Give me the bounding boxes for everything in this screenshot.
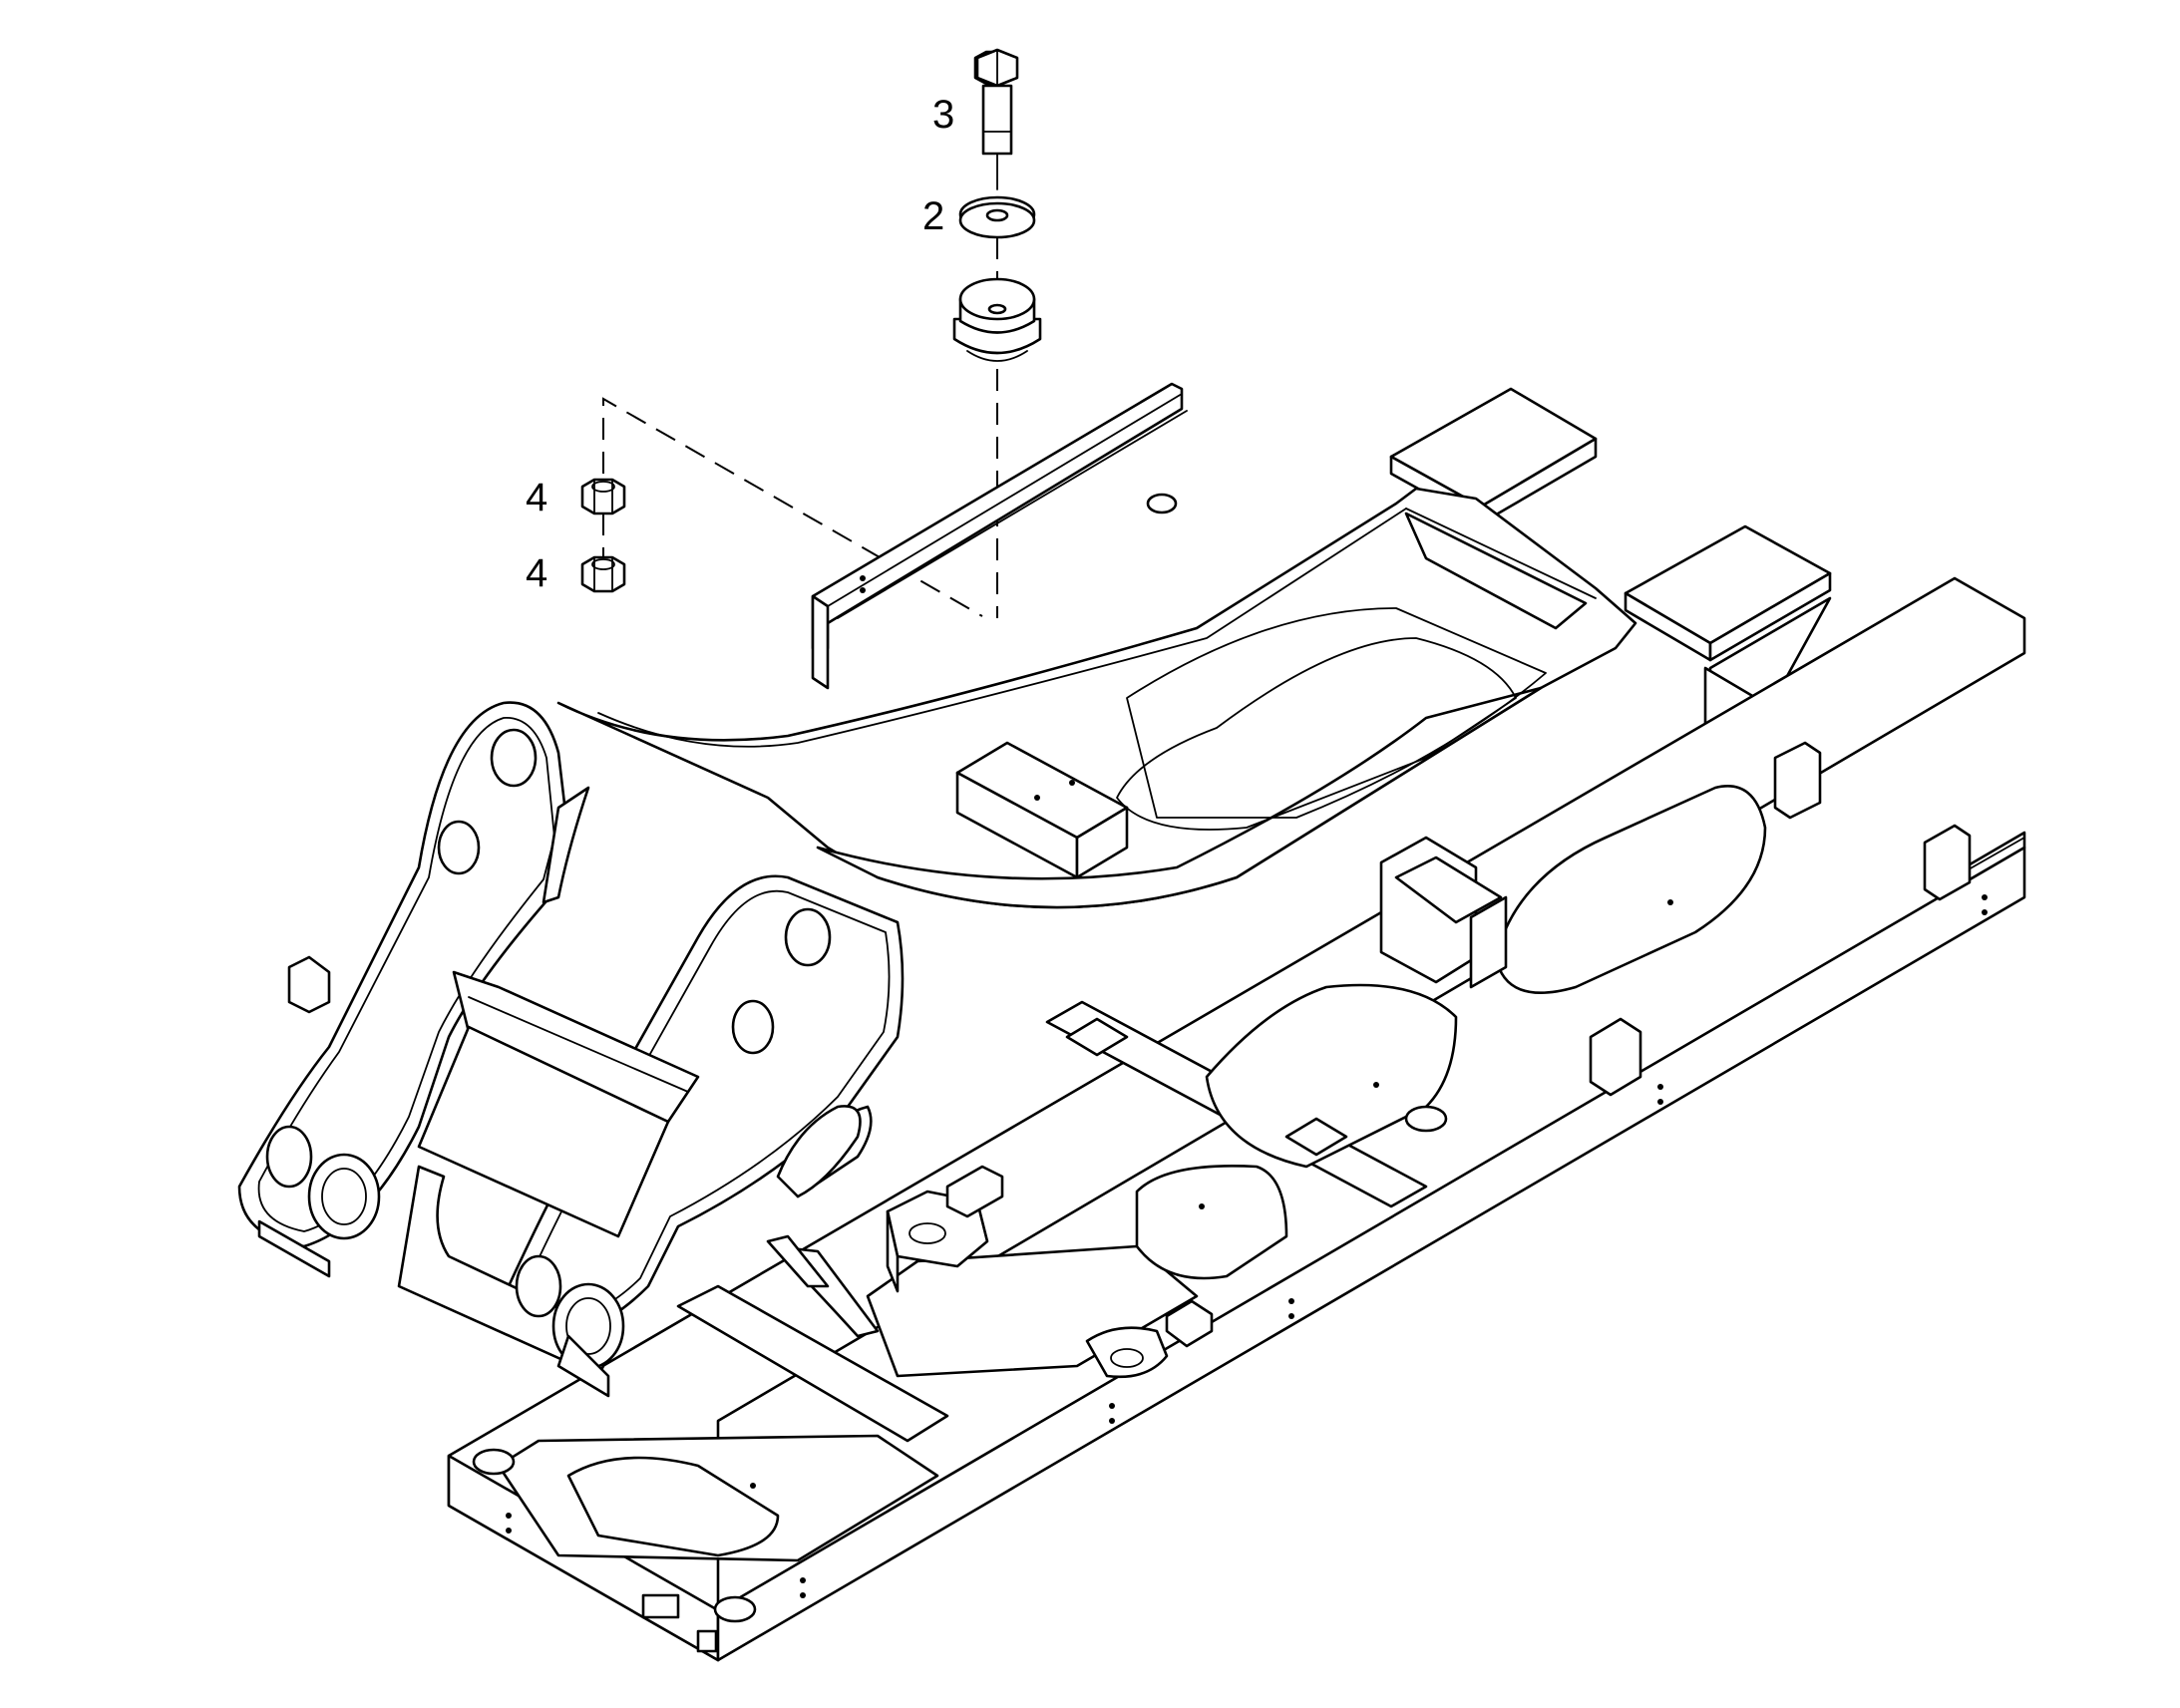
nut-lower-part — [580, 555, 626, 593]
nut-upper-part — [580, 478, 626, 515]
nut-leader-line — [602, 397, 983, 617]
mount-bushing-part — [952, 237, 1042, 618]
callout-bolt: 3 — [932, 93, 954, 137]
callout-nut-upper: 4 — [526, 476, 547, 519]
lower-frame-assembly — [237, 382, 2026, 1662]
washer-part — [958, 195, 1036, 239]
callout-nut-lower: 4 — [526, 551, 547, 595]
callout-washer: 2 — [922, 194, 944, 238]
bolt-part — [973, 48, 1019, 190]
